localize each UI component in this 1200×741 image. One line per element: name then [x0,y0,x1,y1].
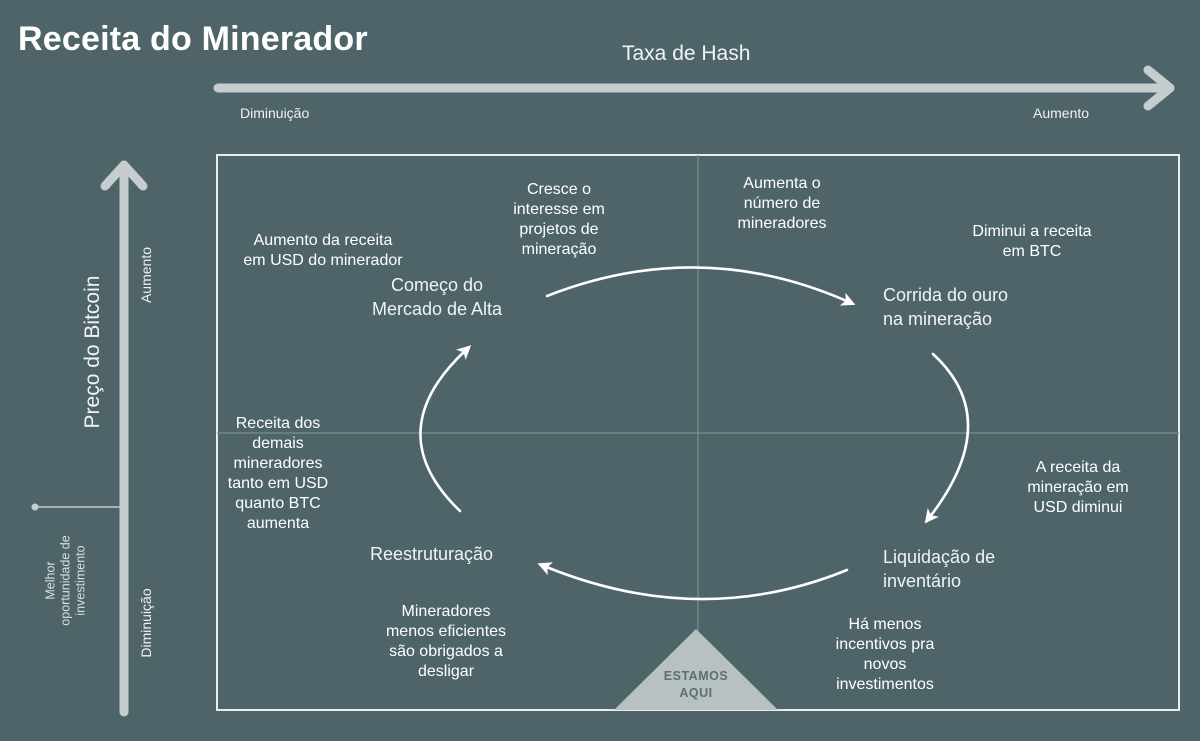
best-opportunity-label: Melhor oportunidade de investimento [43,535,88,626]
note-fewer-incentives: Há menos incentivos pra novos investimen… [835,616,935,693]
note-other-miners-revenue-up: Receita dos demais mineradores tanto em … [227,415,329,532]
note-usd-revenue-up: Aumento da receita em USD do minerador [243,232,403,269]
here-marker-triangle [614,629,778,710]
y-axis-high-label: Aumento [138,246,154,304]
cycle-arrow-right [924,352,970,524]
y-axis-low-label: Diminuição [138,588,154,658]
phase-bull-market-start: Começo do Mercado de Alta [371,275,503,319]
phase-inventory-liquidation: Liquidação de inventário [883,547,996,591]
best-opportunity-marker [31,503,120,511]
note-btc-revenue-down: Diminui a receita em BTC [972,223,1092,260]
y-axis-label: Preço do Bitcoin [81,275,104,429]
cycle-arrow-bottom [537,562,849,601]
note-interest-grows: Cresce o interesse em projetos de minera… [513,181,605,258]
note-miners-increase: Aumenta o número de mineradores [737,175,827,232]
phase-restructuring: Reestruturação [370,544,494,564]
x-axis-label: Taxa de Hash [622,42,751,65]
cycle-arrow-left [419,345,472,513]
hash-rate-axis-arrow [213,65,1175,111]
phase-mining-gold-rush: Corrida do ouro na mineração [883,285,1009,329]
note-inefficient-miners-shutdown: Mineradores menos eficientes são obrigad… [385,603,507,680]
page-title: Receita do Minerador [18,20,368,58]
bitcoin-price-axis-arrow [100,160,148,717]
cycle-arrow-top [545,266,856,306]
x-axis-high-label: Aumento [1033,105,1090,121]
x-axis-low-label: Diminuição [240,105,310,121]
note-usd-mining-revenue-down: A receita da mineração em USD diminui [1027,459,1129,516]
here-marker-label: ESTAMOS AQUI [663,669,729,700]
